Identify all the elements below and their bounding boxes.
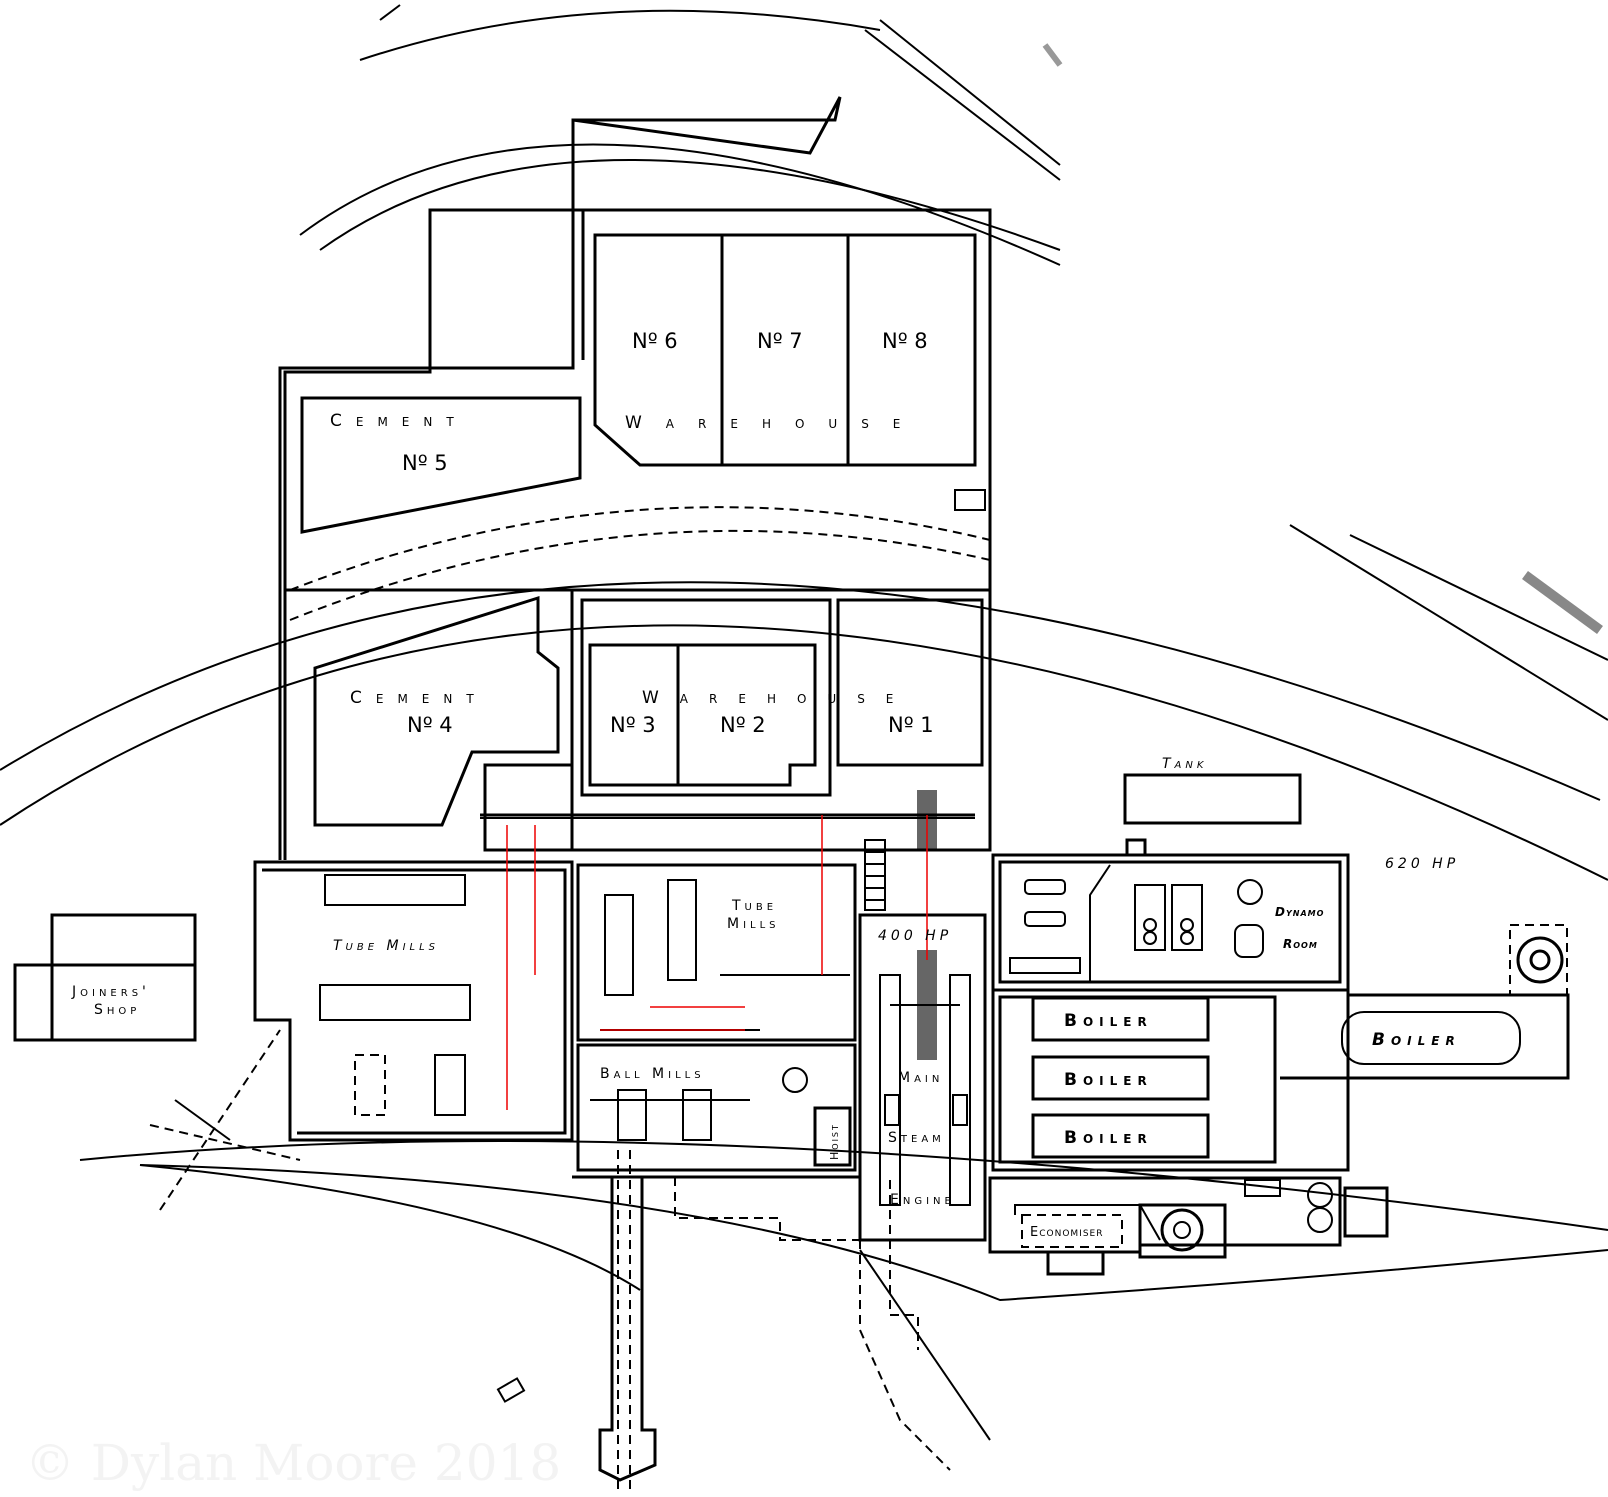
cement-store-4: Cement Nº 4 [350, 688, 488, 737]
smudge-mark [1042, 43, 1063, 67]
tank-label: Tank [1162, 756, 1207, 772]
cement-5-title: Cement [330, 411, 468, 431]
dynamo-label-1: Dynamo [1275, 905, 1324, 919]
cement-store-5: Cement Nº 5 [330, 411, 468, 475]
engine-label-3: Engine [890, 1192, 955, 1208]
cement-4-title: Cement [350, 688, 488, 708]
economiser-label: Economiser [1030, 1225, 1103, 1240]
mill-buildings [253, 790, 987, 1490]
cement-4-number: Nº 4 [407, 713, 453, 737]
engine-power-label: 400 HP [878, 928, 952, 944]
power-house: Tank 620 HP Dynamo Room Boiler Boiler Bo… [988, 756, 1570, 1276]
mill-labels: Tube Mills Tube Mills Ball Mills Hoist 4… [333, 898, 955, 1208]
joiners-shop-label-2: Shop [94, 1002, 140, 1018]
railway-tracks [0, 4, 1608, 1441]
boiler-3-label: Boiler [1064, 1128, 1153, 1148]
copyright-watermark: © Dylan Moore 2018 [25, 1434, 561, 1492]
small-hut [496, 1377, 526, 1403]
warehouse-top-title: Warehouse [625, 413, 924, 433]
tube-mills-left-label: Tube Mills [333, 938, 439, 954]
warehouse-3-number: Nº 3 [610, 713, 656, 737]
joiners-shop: Joiners' Shop [13, 913, 197, 1042]
tank [1123, 773, 1302, 825]
ball-mills-label: Ball Mills [600, 1066, 705, 1082]
warehouse-lower: Warehouse Nº 3 Nº 2 Nº 1 [610, 688, 934, 737]
warehouse-lower-title: Warehouse [642, 688, 914, 708]
cement-5-number: Nº 5 [402, 451, 448, 475]
boiler-right-label: Boiler [1372, 1030, 1461, 1050]
joiners-shop-label-1: Joiners' [71, 984, 150, 1000]
hoist-label: Hoist [828, 1123, 841, 1160]
smudge-mark [1522, 570, 1603, 635]
warehouse-top: Nº 6 Nº 7 Nº 8 Warehouse [625, 329, 928, 433]
tube-mills-center-label-2: Mills [727, 916, 780, 932]
boiler-1-label: Boiler [1064, 1011, 1153, 1031]
right-power-label: 620 HP [1385, 856, 1459, 872]
engine-label-1: Main [898, 1070, 943, 1086]
warehouse-6-number: Nº 6 [632, 329, 678, 353]
tube-mills-center-label-1: Tube [731, 898, 777, 914]
warehouse-2-number: Nº 2 [720, 713, 766, 737]
warehouse-7-number: Nº 7 [757, 329, 803, 353]
engine-label-2: Steam [888, 1130, 945, 1146]
boiler-2-label: Boiler [1064, 1070, 1153, 1090]
warehouse-1-number: Nº 1 [888, 713, 934, 737]
middle-block [313, 588, 992, 852]
warehouse-8-number: Nº 8 [882, 329, 928, 353]
dynamo-label-2: Room [1283, 937, 1318, 951]
